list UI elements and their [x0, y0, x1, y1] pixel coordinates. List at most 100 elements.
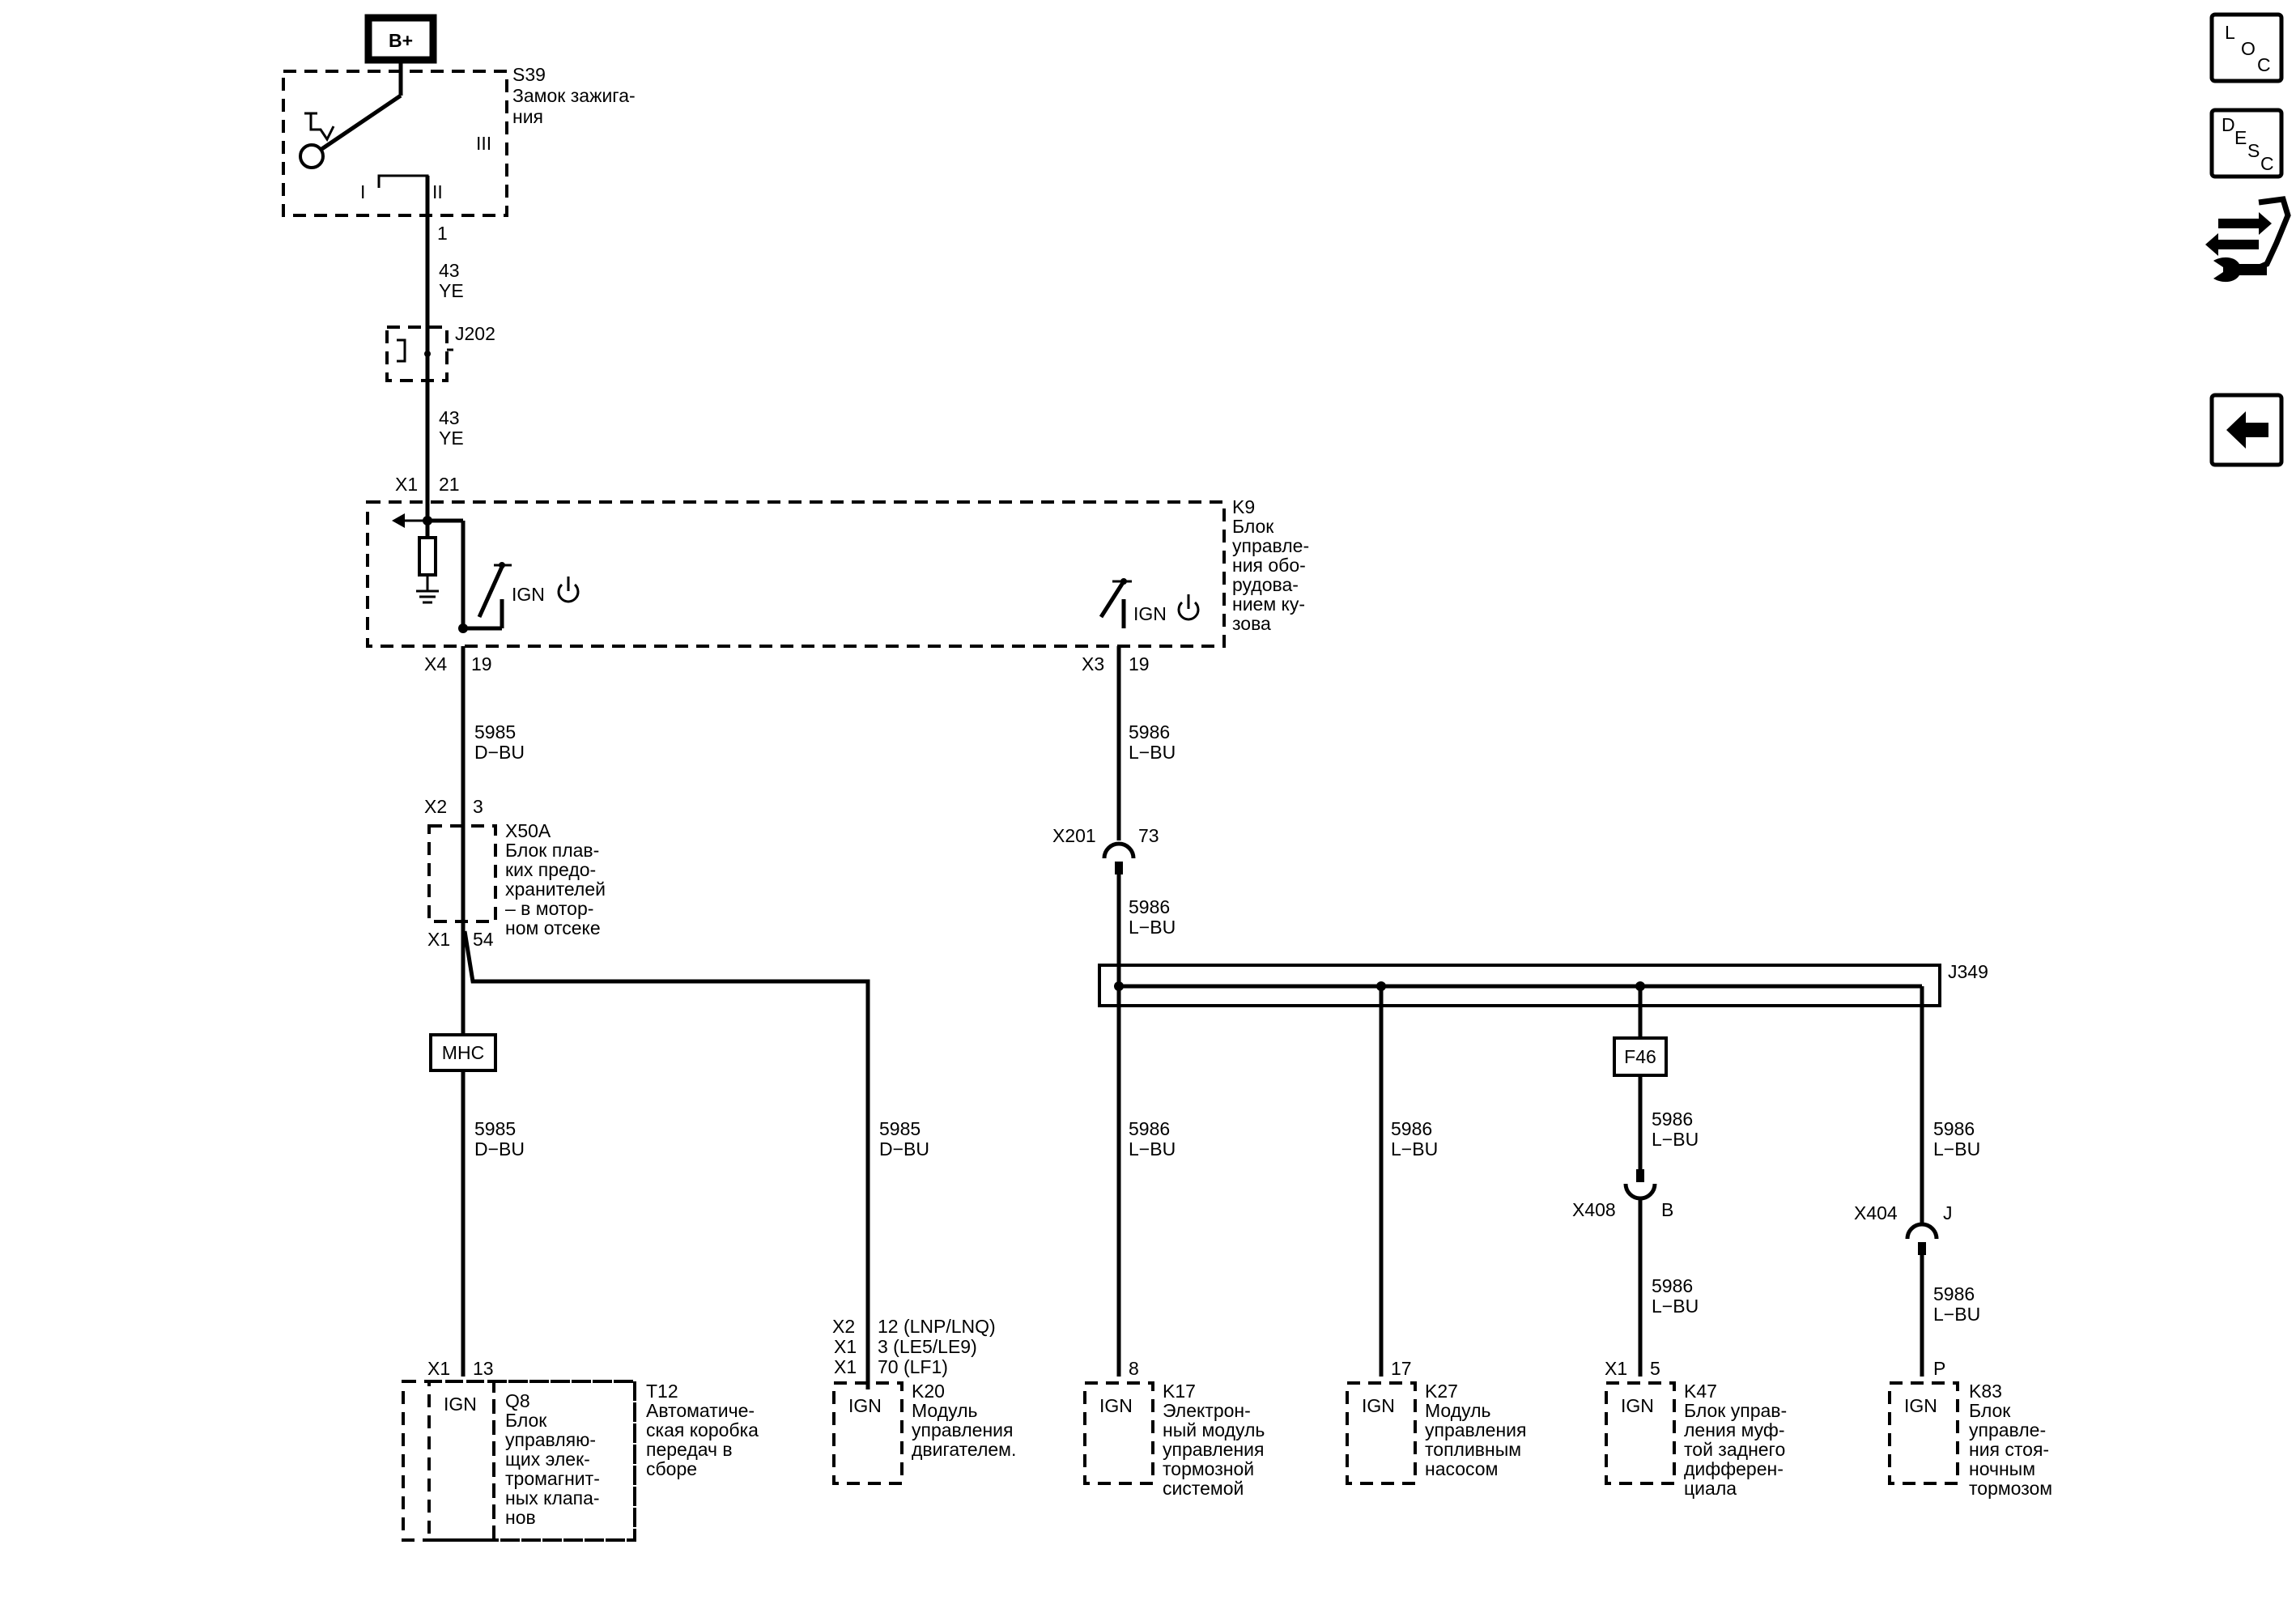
wire-5985a-num: 5985: [474, 721, 516, 743]
brake-control-module-k17: IGN: [1083, 1381, 1154, 1485]
wire-5986-x404-color: L−BU: [1933, 1138, 1980, 1160]
rear-diff-module-k47: IGN: [1605, 1381, 1676, 1485]
loc-letter-c: C: [2257, 54, 2271, 75]
k9-conn-x4: X4: [424, 653, 447, 674]
k17-desc-1: Электрон-: [1163, 1400, 1251, 1421]
wire-5986-k27-num: 5986: [1391, 1118, 1432, 1139]
k9-pin-x4: 19: [471, 653, 492, 674]
wire-5986-k83-num: 5986: [1933, 1283, 1975, 1304]
battery-positive-terminal: B+: [364, 14, 437, 64]
k27-desc-3: топливным: [1425, 1439, 1521, 1460]
k83-desc-4: ночным: [1969, 1458, 2035, 1479]
wire-5986-k17-num: 5986: [1129, 1118, 1170, 1139]
wire-43b-color: YE: [439, 428, 464, 449]
mhc-block: MHC: [429, 1033, 497, 1072]
q8-desc-2: управляю-: [505, 1429, 596, 1450]
ignition-switch: III I II: [282, 70, 508, 217]
q8-ref: Q8: [505, 1390, 530, 1411]
f46-label: F46: [1624, 1046, 1656, 1067]
t12-ref: T12: [646, 1381, 678, 1402]
wire-43a-color: YE: [439, 280, 464, 301]
k20-desc-1: Модуль: [912, 1400, 978, 1421]
k17-desc-5: системой: [1163, 1478, 1244, 1499]
j349-ref: J349: [1948, 961, 1988, 982]
wire-5986-f46-num: 5986: [1652, 1108, 1693, 1130]
k47-desc-3: той заднего: [1684, 1439, 1785, 1460]
splice-j202: [385, 326, 453, 382]
k9-ign-1: IGN: [512, 584, 545, 605]
location-button[interactable]: L O C: [2209, 12, 2284, 83]
k9-conn-x3: X3: [1082, 653, 1104, 674]
k20-conn-1: X2: [832, 1316, 855, 1337]
back-button[interactable]: [2209, 393, 2284, 467]
k9-desc-3: ния обо-: [1232, 555, 1306, 576]
wire-5986-k47-color: L−BU: [1652, 1296, 1699, 1317]
k20-conn-3: X1: [834, 1356, 857, 1377]
desc-letter-c: C: [2260, 153, 2274, 174]
q8-desc-3: щих элек-: [505, 1449, 590, 1470]
x408-pin: B: [1661, 1199, 1673, 1220]
k9-pin-top: 21: [439, 474, 460, 495]
wire-5986-k27-color: L−BU: [1391, 1138, 1438, 1160]
wire-5986a-color: L−BU: [1129, 742, 1176, 763]
k9-ref: K9: [1232, 496, 1255, 517]
x50a-desc-4: – в мотор-: [505, 898, 593, 919]
k17-pin: 8: [1129, 1358, 1139, 1379]
wire-5985b-num: 5985: [474, 1118, 516, 1139]
loc-letter-o: O: [2241, 38, 2256, 59]
k9-desc-6: зова: [1232, 613, 1271, 634]
x50a-conn-in: X2: [424, 796, 447, 817]
k83-ref: K83: [1969, 1381, 2002, 1402]
k17-ref: K17: [1163, 1381, 1196, 1402]
k27-desc-4: насосом: [1425, 1458, 1498, 1479]
wire-43a-num: 43: [439, 260, 460, 281]
k20-desc-3: двигателем.: [912, 1439, 1016, 1460]
x404-ref: X404: [1854, 1202, 1898, 1223]
desc-letter-e: E: [2234, 127, 2247, 148]
k20-pin-1: 12 (LNP/LNQ): [878, 1316, 996, 1337]
k17-ign: IGN: [1099, 1395, 1133, 1416]
q8-desc-4: тромагнит-: [505, 1468, 600, 1489]
x201-pin: 73: [1138, 825, 1159, 846]
k47-pin: 5: [1650, 1358, 1660, 1379]
k9-conn-top: X1: [395, 474, 418, 495]
x404-pin: J: [1943, 1202, 1953, 1223]
switch-pos-III: III: [476, 133, 491, 154]
k9-pin-x3: 19: [1129, 653, 1150, 674]
wire-43b-num: 43: [439, 407, 460, 428]
description-button[interactable]: D E S C: [2209, 108, 2284, 179]
wire-5986a-num: 5986: [1129, 721, 1170, 743]
loc-letter-l: L: [2225, 22, 2235, 43]
q8-desc-1: Блок: [505, 1410, 547, 1431]
t12-desc-2: ская коробка: [646, 1419, 759, 1440]
x201-ref: X201: [1052, 825, 1096, 846]
k9-ign-2: IGN: [1133, 603, 1167, 624]
x50a-conn-out: X1: [427, 929, 450, 950]
t12-conn: X1: [427, 1358, 450, 1379]
s39-desc-1: Замок зажига-: [512, 85, 636, 106]
wire-5986b-color: L−BU: [1129, 917, 1176, 938]
k17-desc-2: ный модуль: [1163, 1419, 1265, 1440]
engine-control-module-k20: IGN: [832, 1381, 904, 1485]
k47-conn: X1: [1605, 1358, 1627, 1379]
wire-5985a-color: D−BU: [474, 742, 525, 763]
k17-desc-3: управления: [1163, 1439, 1264, 1460]
connector-x404: [1905, 1222, 1939, 1255]
k20-ign: IGN: [848, 1395, 882, 1416]
t12-desc-3: передач в: [646, 1439, 733, 1460]
k47-desc-1: Блок управ-: [1684, 1400, 1787, 1421]
power-icon-2: [1177, 594, 1200, 621]
k27-desc-1: Модуль: [1425, 1400, 1491, 1421]
connector-tools-icon[interactable]: [2205, 196, 2291, 283]
desc-letter-d: D: [2222, 114, 2235, 135]
k47-ign: IGN: [1621, 1395, 1654, 1416]
wire-5986-k17-color: L−BU: [1129, 1138, 1176, 1160]
fuel-pump-module-k27: IGN: [1346, 1381, 1417, 1485]
k20-ref: K20: [912, 1381, 945, 1402]
wire-5985b-color: D−BU: [474, 1138, 525, 1160]
x50a-ref: X50A: [505, 820, 551, 841]
wire-5986b-num: 5986: [1129, 896, 1170, 917]
connector-x201: [1102, 841, 1136, 874]
k83-desc-2: управле-: [1969, 1419, 2046, 1440]
